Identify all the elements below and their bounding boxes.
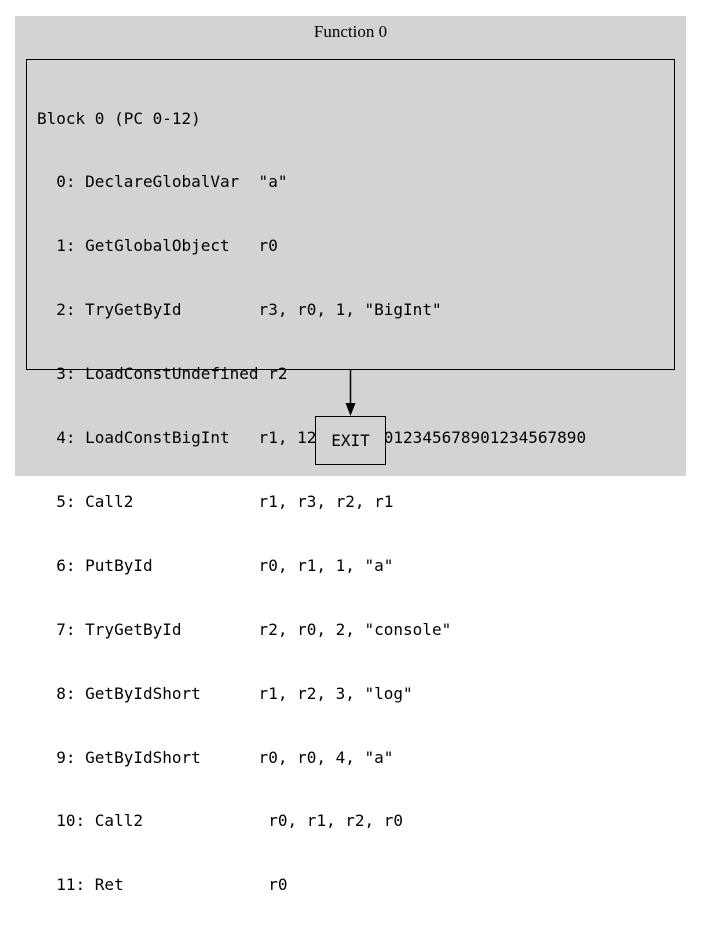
instruction-line: 10: Call2 r0, r1, r2, r0 [37,811,404,831]
instruction-line: 6: PutById r0, r1, 1, "a" [37,555,394,575]
exit-label: EXIT [331,431,370,450]
block-header: Block 0 (PC 0-12) [37,108,201,128]
instruction-line: 7: TryGetById r2, r0, 2, "console" [37,619,452,639]
instruction-line: 4: LoadConstBigInt r1, 12345678901234567… [37,428,587,448]
instruction-line: 1: GetGlobalObject r0 [37,236,278,256]
instruction-line: 5: Call2 r1, r3, r2, r1 [37,491,394,511]
instruction-line: 2: TryGetById r3, r0, 1, "BigInt" [37,300,442,320]
instruction-line: 8: GetByIdShort r1, r2, 3, "log" [37,683,413,703]
instruction-line: 11: Ret r0 [37,875,288,895]
block-code: Block 0 (PC 0-12) 0: DeclareGlobalVar "a… [37,65,586,938]
instruction-line: 3: LoadConstUndefined r2 [37,364,288,384]
cluster-title: Function 0 [313,22,388,41]
instruction-line: 0: DeclareGlobalVar "a" [37,172,288,192]
exit-node: EXIT [315,416,386,465]
instruction-line: 9: GetByIdShort r0, r0, 4, "a" [37,747,394,767]
basic-block-node: Block 0 (PC 0-12) 0: DeclareGlobalVar "a… [26,59,675,894]
